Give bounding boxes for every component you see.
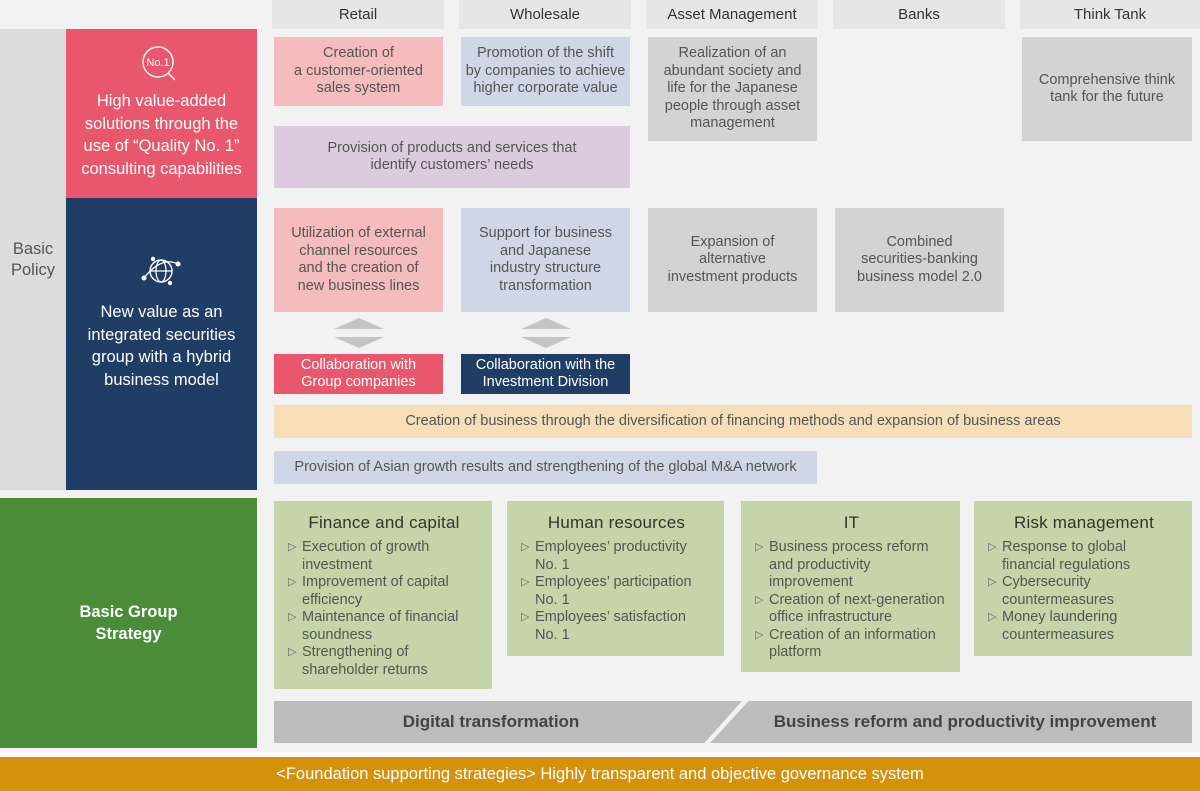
strategy-it-title: IT: [843, 513, 860, 532]
digital-transformation-label: Digital transformation: [402, 712, 580, 731]
list-item: Employees’ productivity No. 1: [521, 539, 712, 574]
asian-growth-bar: Provision of Asian growth results and st…: [274, 451, 817, 484]
list-item: Improvement of capital efficiency: [288, 574, 480, 609]
list-item: Cybersecurity countermeasures: [988, 574, 1180, 609]
list-item: Employees’ satisfaction No. 1: [521, 609, 712, 644]
products-services-box: Provision of products and services that …: [274, 126, 630, 188]
integrated-globe-icon: [140, 254, 182, 288]
header-banks: Banks: [833, 0, 1005, 29]
header-asset-management: Asset Management: [646, 0, 818, 29]
header-retail: Retail: [272, 0, 444, 29]
financing-diversification-bar: Creation of business through the diversi…: [274, 405, 1192, 438]
collab-investment-division-box: Collaboration with the Investment Divisi…: [461, 354, 630, 394]
digital-transformation-bar: Digital transformation: [274, 701, 742, 743]
collab-group-companies-box: Collaboration with Group companies: [274, 354, 443, 394]
foundation-governance-bar: <Foundation supporting strategies> Highl…: [0, 757, 1200, 791]
strategy-risk-management: Risk management Response to global finan…: [974, 501, 1192, 656]
banks-combined-model-box: Combined securities-banking business mod…: [835, 208, 1004, 312]
wholesale-industry-support-box: Support for business and Japanese indust…: [461, 208, 630, 312]
foundation-governance-label: <Foundation supporting strategies> Highl…: [276, 764, 924, 783]
list-item: Business process reform and productivity…: [755, 539, 948, 592]
list-item: Execution of growth investment: [288, 539, 480, 574]
wholesale-corporate-value-box: Promotion of the shift by companies to a…: [461, 37, 630, 106]
header-think-tank: Think Tank: [1020, 0, 1200, 29]
list-item: Creation of an information platform: [755, 627, 948, 662]
strategy-human-title: Human resources: [547, 513, 686, 532]
strategy-finance-capital: Finance and capital Execution of growth …: [274, 501, 492, 689]
strategy-finance-title: Finance and capital: [308, 513, 460, 532]
list-item: Creation of next-generation office infra…: [755, 592, 948, 627]
list-item: Employees’ participation No. 1: [521, 574, 712, 609]
asset-management-alternative-box: Expansion of alternative investment prod…: [648, 208, 817, 312]
policy-hybrid-panel: New value as an integrated securities gr…: [66, 198, 257, 490]
wholesale-collab-arrow-icon: [521, 318, 571, 348]
strategy-it: IT Business process reform and productiv…: [741, 501, 960, 672]
no1-badge-icon: No.1: [139, 44, 181, 82]
header-wholesale: Wholesale: [459, 0, 631, 29]
asset-management-society-box: Realization of an abundant society and l…: [648, 37, 817, 141]
list-item: Strengthening of shareholder returns: [288, 644, 480, 679]
retail-sales-system-box: Creation of a customer-oriented sales sy…: [274, 37, 443, 106]
retail-external-channel-box: Utilization of external channel resource…: [274, 208, 443, 312]
list-item: Maintenance of financial soundness: [288, 609, 480, 644]
think-tank-box: Comprehensive think tank for the future: [1022, 37, 1192, 141]
no1-badge-text: No.1: [146, 57, 169, 69]
basic-policy-label: Basic Policy: [0, 29, 66, 490]
policy-quality-panel: No.1 High value-added solutions through …: [66, 29, 257, 198]
basic-group-strategy-label: Basic Group Strategy: [0, 498, 257, 748]
business-reform-label: Business reform and productivity improve…: [773, 712, 1157, 731]
retail-collab-arrow-icon: [334, 318, 384, 348]
policy-quality-title: High value-added solutions through the u…: [81, 92, 242, 178]
strategy-human-resources: Human resources Employees’ productivity …: [507, 501, 724, 656]
policy-hybrid-title: New value as an integrated securities gr…: [87, 303, 236, 389]
list-item: Response to global financial regulations: [988, 539, 1180, 574]
list-item: Money laundering countermeasures: [988, 609, 1180, 644]
strategy-risk-title: Risk management: [1013, 513, 1154, 532]
business-reform-bar: Business reform and productivity improve…: [710, 701, 1192, 743]
